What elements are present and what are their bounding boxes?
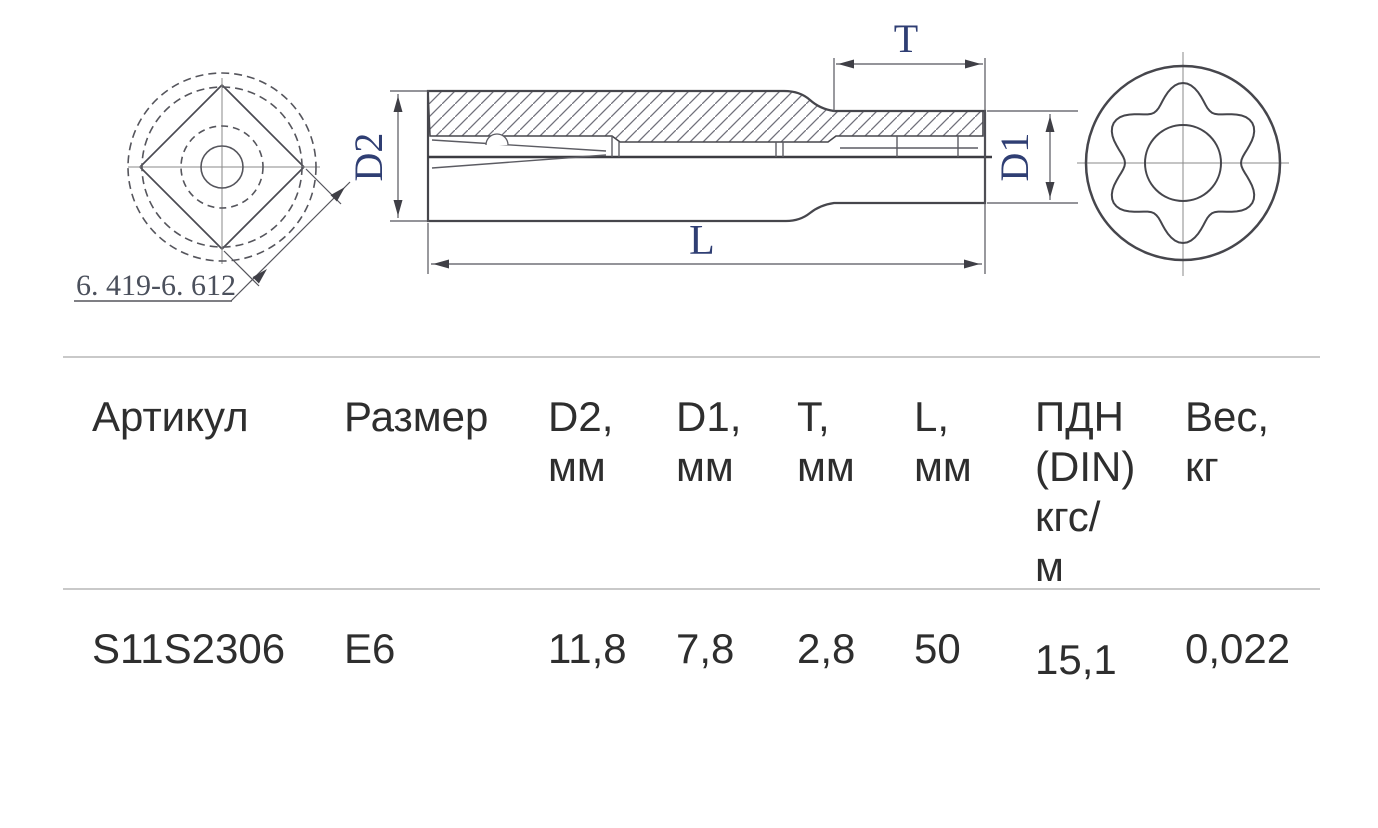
dim-label-l: L	[689, 218, 715, 264]
square-drive-dimension-label: 6. 419-6. 612	[76, 269, 236, 302]
cell-t: 2,8	[797, 625, 856, 672]
dimension-arrowhead-7	[964, 259, 980, 269]
cell-d1: 7,8	[676, 625, 735, 672]
table-header-article: Артикул	[92, 393, 249, 440]
section-hatch-region	[427, 90, 984, 143]
cell-d2: 11,8	[548, 625, 627, 672]
dim-d2-lines	[390, 90, 429, 222]
table-header-l: L, мм	[914, 393, 972, 490]
dimension-arrowhead-8	[252, 269, 267, 284]
table-header-weight: Вес, кг	[1185, 393, 1270, 490]
dim-label-d2: D2	[346, 133, 391, 182]
dimension-arrowhead-5	[1045, 182, 1055, 198]
cell-l: 50	[914, 625, 961, 672]
bore-detail-lines	[431, 136, 978, 169]
dimension-arrowhead-9	[330, 187, 345, 202]
dimension-arrowhead-4	[1045, 116, 1055, 132]
square-drive-end-view: 6. 419-6. 612	[74, 72, 351, 302]
table-header-t: T, мм	[797, 393, 855, 490]
table-header-size: Размер	[344, 393, 489, 440]
dimension-arrowhead-3	[965, 59, 981, 69]
dimension-arrowhead-2	[838, 59, 854, 69]
left-view-circle-2	[180, 125, 264, 209]
table-header-d2: D2, мм	[548, 393, 614, 490]
torx-outer-circle	[1084, 64, 1282, 262]
ball-detent-bump	[485, 133, 509, 146]
cell-article: S11S2306	[92, 625, 286, 672]
torx-end-view	[1077, 52, 1289, 276]
dimension-arrowhead-1	[393, 200, 403, 216]
dim-label-d1: D1	[992, 133, 1037, 182]
torx-center-hole	[1144, 124, 1222, 202]
dim-l-lines	[427, 223, 982, 274]
torx-star-profile	[1110, 81, 1256, 245]
left-view-circle-0	[127, 72, 317, 262]
cell-size: E6	[344, 625, 396, 672]
left-view-circle-1	[141, 86, 303, 248]
dim-t-lines	[833, 58, 986, 274]
cell-pdn: 15,1	[1035, 636, 1117, 683]
table-row-divider	[63, 588, 1320, 590]
table-top-divider	[63, 356, 1320, 358]
side-section-view: D2 T D1 L	[346, 16, 1078, 274]
table-header-pdn: ПДН (DIN) кгс/ м	[1035, 393, 1136, 590]
dim-label-t: T	[894, 16, 918, 61]
dimension-arrowhead-0	[393, 96, 403, 112]
cell-weight: 0,022	[1185, 625, 1291, 672]
dimension-arrowhead-6	[433, 259, 449, 269]
technical-drawing: 6. 419-6. 612	[74, 16, 1289, 302]
left-view-center-hole	[200, 145, 244, 189]
table-header-d1: D1, мм	[676, 393, 742, 490]
